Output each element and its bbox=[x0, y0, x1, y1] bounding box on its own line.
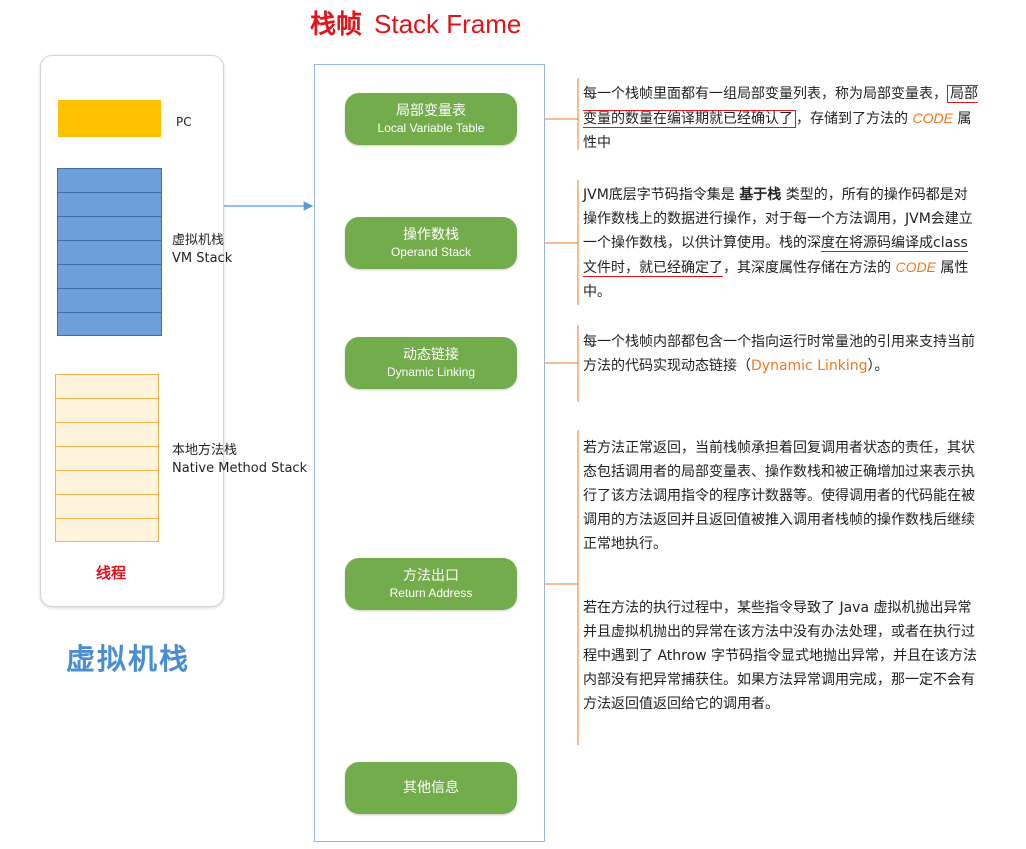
desc-text: 类型的，所有的操作码都是对操作数栈上的数据进行操作，对于每一个方法调用，JVM会… bbox=[583, 187, 973, 251]
native-stack-cell bbox=[55, 374, 159, 398]
frame-item-operand-stack: 操作数栈 Operand Stack bbox=[345, 217, 517, 269]
frame-item-cn: 操作数栈 bbox=[403, 227, 459, 243]
desc-return-normal: 若方法正常返回，当前栈帧承担着回复调用者状态的责任，其状态包括调用者的局部变量表… bbox=[583, 440, 975, 552]
native-stack-label-en: Native Method Stack bbox=[172, 461, 308, 476]
frame-item-other-info: 其他信息 bbox=[345, 762, 517, 814]
desc-text: 属性中。 bbox=[583, 260, 969, 300]
native-stack-cell bbox=[55, 470, 159, 494]
vm-stack-cell bbox=[57, 264, 162, 288]
code-keyword: CODE bbox=[895, 259, 936, 275]
diagram-title: 栈帧 Stack Frame bbox=[310, 4, 521, 41]
native-stack-label: 本地方法栈 Native Method Stack bbox=[172, 442, 307, 478]
desc-text: JVM底层字节码指令集是 bbox=[583, 187, 740, 203]
frame-item-dynamic-linking: 动态链接 Dynamic Linking bbox=[345, 337, 517, 389]
frame-item-en: Return Address bbox=[389, 586, 473, 600]
thread-label: 线程 bbox=[96, 564, 127, 582]
desc-operand-stack: JVM底层字节码指令集是 基于栈 类型的，所有的操作码都是对操作数栈上的数据进行… bbox=[583, 183, 978, 304]
vm-stack-label-en: VM Stack bbox=[172, 251, 233, 266]
jvm-stack-label: 虚拟机栈 bbox=[66, 642, 191, 676]
frame-item-en: Operand Stack bbox=[390, 245, 472, 259]
bold-keyword: 基于栈 bbox=[739, 187, 782, 203]
pc-register-box bbox=[58, 100, 161, 137]
vm-stack-cell bbox=[57, 312, 162, 336]
vm-stack-label-cn: 虚拟机栈 bbox=[172, 233, 225, 248]
title-en: Stack Frame bbox=[374, 9, 522, 39]
pc-label: PC bbox=[176, 115, 192, 129]
frame-item-local-variable-table: 局部变量表 Local Variable Table bbox=[345, 93, 517, 145]
desc-text: ，其深度属性存储在方法的 bbox=[723, 260, 896, 276]
code-keyword: CODE bbox=[912, 110, 953, 126]
frame-item-cn: 其他信息 bbox=[403, 780, 459, 796]
desc-text: ，存储到了方法的 bbox=[796, 111, 913, 127]
vm-stack-cell bbox=[57, 168, 162, 192]
title-cn: 栈帧 bbox=[310, 10, 363, 40]
desc-text: ）。 bbox=[867, 358, 889, 374]
desc-local-variable-table: 每一个栈帧里面都有一组局部变量列表，称为局部变量表，局部变量的数量在编译期就已经… bbox=[583, 82, 978, 155]
native-stack-cell bbox=[55, 494, 159, 518]
vm-stack-cell bbox=[57, 240, 162, 264]
vm-stack-cell bbox=[57, 288, 162, 312]
native-stack-cell bbox=[55, 398, 159, 422]
frame-item-en: Dynamic Linking bbox=[386, 365, 476, 379]
desc-text: 每一个栈帧内部都包含一个指向运行时常量池的引用来支持当前方法的代码实现动态链接（ bbox=[583, 334, 975, 374]
stack-frame-panel bbox=[314, 64, 545, 842]
vm-stack-block bbox=[57, 168, 162, 336]
frame-item-cn: 局部变量表 bbox=[396, 103, 466, 119]
frame-item-cn: 方法出口 bbox=[403, 568, 459, 584]
highlight-box: 局部变量的数量在编译期就已经确认了 bbox=[583, 85, 978, 128]
orange-term: Dynamic Linking bbox=[751, 358, 868, 374]
frame-item-return-address: 方法出口 Return Address bbox=[345, 558, 517, 610]
desc-text: 属性中 bbox=[583, 111, 972, 151]
vm-stack-cell bbox=[57, 192, 162, 216]
desc-return-exception: 若在方法的执行过程中，某些指令导致了 Java 虚拟机抛出异常并且虚拟机抛出的异… bbox=[583, 600, 978, 712]
native-stack-cell bbox=[55, 422, 159, 446]
underlined-text: 度在将源码编译成class文件时，就已经确定了 bbox=[583, 235, 968, 277]
native-stack-block bbox=[55, 374, 159, 542]
frame-item-en: Local Variable Table bbox=[377, 121, 485, 135]
vm-stack-cell bbox=[57, 216, 162, 240]
native-stack-cell bbox=[55, 446, 159, 470]
vm-stack-label: 虚拟机栈 VM Stack bbox=[172, 232, 232, 268]
native-stack-label-cn: 本地方法栈 bbox=[172, 443, 238, 458]
native-stack-cell bbox=[55, 518, 159, 542]
frame-item-cn: 动态链接 bbox=[403, 347, 459, 363]
desc-text: 每一个栈帧里面都有一组局部变量列表，称为局部变量表， bbox=[583, 86, 947, 102]
desc-dynamic-linking: 每一个栈帧内部都包含一个指向运行时常量池的引用来支持当前方法的代码实现动态链接（… bbox=[583, 330, 978, 378]
